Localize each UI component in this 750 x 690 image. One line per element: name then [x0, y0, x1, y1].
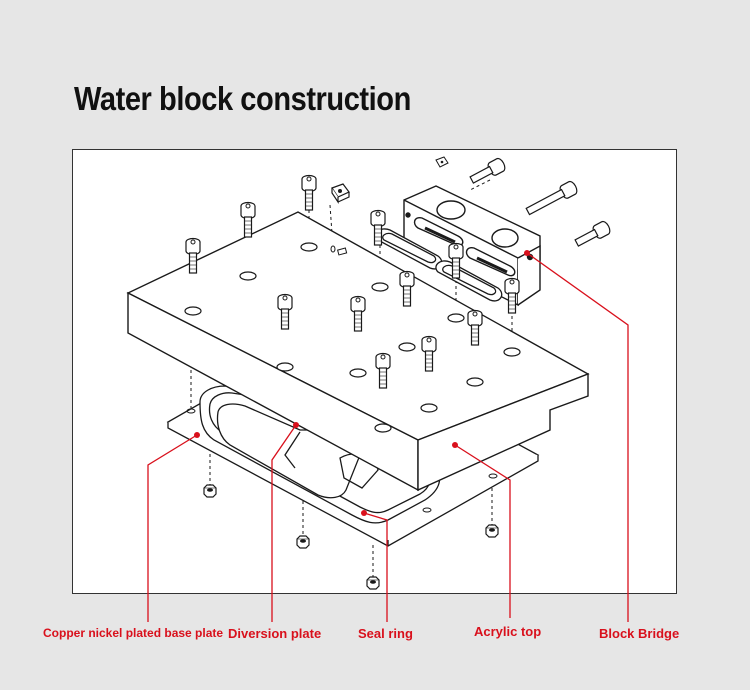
label-seal-ring: Seal ring — [358, 626, 413, 641]
page-title: Water block construction — [74, 80, 411, 117]
square-nut — [331, 183, 350, 204]
label-base-plate: Copper nickel plated base plate — [43, 626, 224, 640]
block-bridge — [403, 185, 541, 307]
callout-dots — [194, 250, 530, 516]
label-acrylic-top: Acrylic top — [474, 624, 542, 639]
small-nut — [435, 156, 449, 168]
bridge-screws — [469, 157, 611, 247]
label-block-bridge: Block Bridge — [599, 626, 680, 641]
callout-lines — [147, 252, 629, 622]
label-diversion-plate: Diversion plate — [228, 626, 322, 641]
